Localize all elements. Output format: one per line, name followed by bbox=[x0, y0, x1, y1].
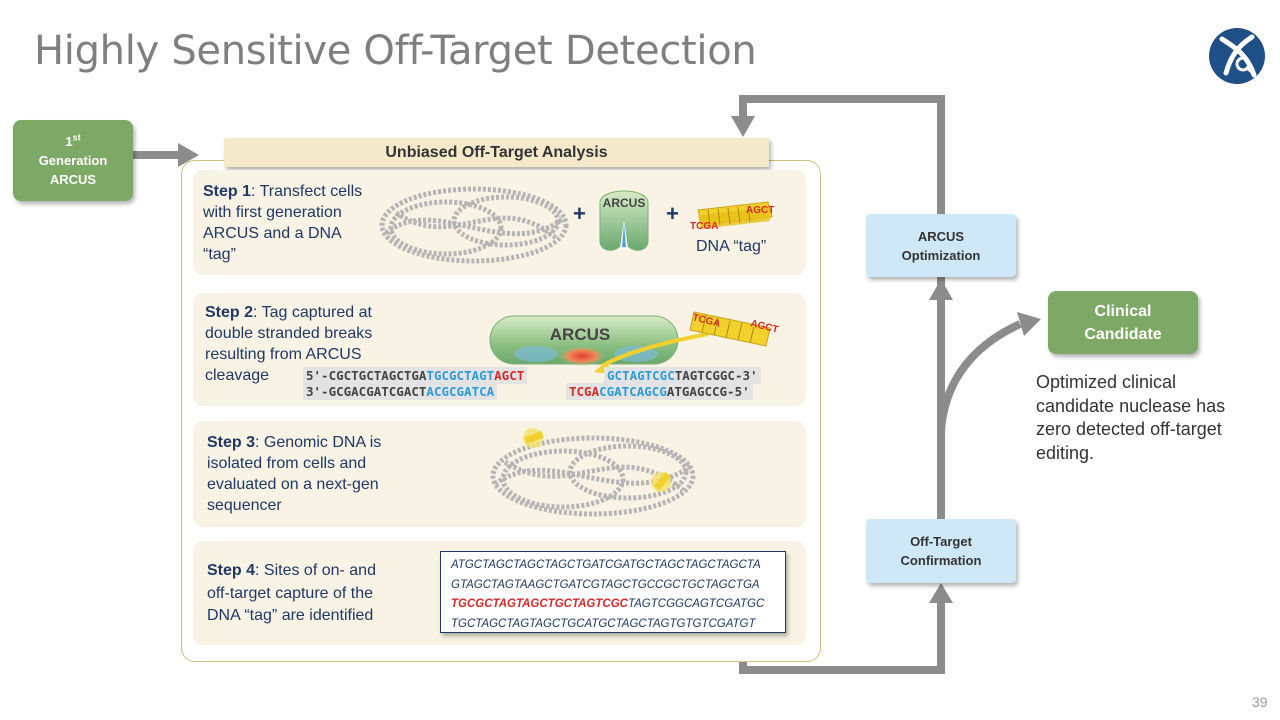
gen-line2: Generation bbox=[38, 153, 108, 168]
step3-text: Step 3: Genomic DNA is isolated from cel… bbox=[207, 434, 382, 514]
step2-label: Step 2 bbox=[205, 304, 254, 321]
first-generation-arcus-box: 1st Generation ARCUS bbox=[13, 120, 133, 201]
analysis-header: Unbiased Off-Target Analysis bbox=[224, 138, 769, 167]
clinical-candidate-description: Optimized clinical candidate nuclease ha… bbox=[1036, 372, 1226, 463]
arcus-optimization-box: ARCUS Optimization bbox=[866, 214, 1016, 277]
seq-line-3: TGCGCTAGTAGCTGCTAGTCGCTAGTCGGCAGTCGATGC bbox=[451, 598, 765, 610]
slide-title: Highly Sensitive Off-Target Detection bbox=[34, 28, 757, 74]
step4-text: Step 4: Sites of on- and off-target capt… bbox=[207, 562, 376, 624]
off-target-confirmation-box: Off-Target Confirmation bbox=[866, 519, 1016, 583]
dna-top-left: 5'-CGCTGCTAGCTGATGCGCTAGTAGCT bbox=[303, 367, 528, 384]
step1-text: Step 1: Transfect cells with first gener… bbox=[203, 183, 363, 263]
plus-sign-2: + bbox=[666, 201, 679, 226]
dna-bottom-left: 3'-GCGACGATCGACTACGCGATCA bbox=[303, 383, 498, 400]
step1-label: Step 1 bbox=[203, 183, 252, 200]
company-logo bbox=[1209, 28, 1265, 84]
dna-tag-icon: AGCT TCGA bbox=[690, 201, 774, 232]
seq-line-2: GTAGCTAGTAAGCTGATCGTAGCTGCCGCTGCTAGCTGA bbox=[451, 578, 760, 591]
captured-tag-2 bbox=[651, 472, 671, 492]
step2-arcus-label: ARCUS bbox=[550, 325, 610, 344]
gen-line3: ARCUS bbox=[49, 172, 97, 187]
dna-top-right: GCTAGTCGCTAGTCGGC-3' bbox=[604, 367, 761, 384]
sequencing-read-box: ATGCTAGCTAGCTAGCTGATCGATGCTAGCTAGCTAGCTA… bbox=[440, 551, 786, 633]
step1-genome-coil-illustration bbox=[379, 186, 569, 264]
step1-arcus-label: ARCUS bbox=[603, 196, 646, 210]
gen-number: 1 bbox=[65, 134, 73, 149]
gen-superscript: st bbox=[72, 132, 81, 143]
plus-sign: + bbox=[573, 201, 586, 226]
step3-label: Step 3 bbox=[207, 434, 256, 451]
to-candidate-arrow bbox=[937, 320, 1022, 431]
step3-panel bbox=[193, 421, 806, 527]
seq-line-4: TGCTAGCTAGTAGCTGCATGCTAGCTAGTGTGTCGATGT bbox=[451, 617, 756, 630]
seq-line-1: ATGCTAGCTAGCTAGCTGATCGATGCTAGCTAGCTAGCTA bbox=[451, 559, 761, 571]
dna-tag-caption: DNA “tag” bbox=[696, 238, 767, 255]
dna-bottom-right: TCGACGATCAGCGATGAGCCG-5' bbox=[566, 383, 753, 400]
step3-genome-with-tags-illustration bbox=[490, 428, 696, 517]
captured-tag-1 bbox=[523, 428, 544, 448]
tag-right-text: AGCT bbox=[746, 205, 774, 216]
step4-label: Step 4 bbox=[207, 562, 256, 579]
page-number: 39 bbox=[1252, 694, 1268, 710]
arcus-cleavage-illustration: ARCUS TCGA AGCT bbox=[489, 311, 779, 374]
tag-left-text: TCGA bbox=[690, 221, 718, 232]
clinical-candidate-box: Clinical Candidate bbox=[1048, 291, 1198, 354]
arcus-protein-icon: ARCUS bbox=[599, 190, 649, 251]
step2-text: Step 2: Tag captured at double stranded … bbox=[205, 304, 373, 384]
